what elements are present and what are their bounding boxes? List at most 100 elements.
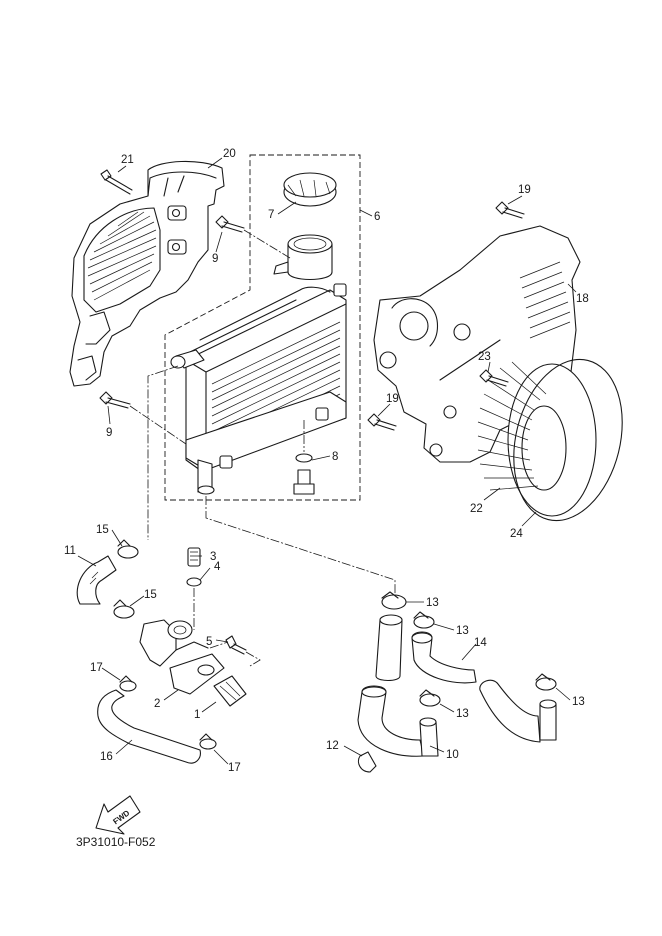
callout-19-upper: 19 — [518, 184, 531, 196]
hose-clamp-17-upper — [119, 675, 137, 692]
callout-16: 16 — [100, 751, 113, 763]
leader-line — [359, 209, 373, 217]
hose-11 — [76, 555, 117, 605]
filler-neck — [273, 234, 333, 281]
thermostat — [213, 675, 247, 707]
callout-17-upper: 17 — [90, 662, 103, 674]
leader-line — [461, 643, 477, 661]
callout-17-lower: 17 — [228, 762, 241, 774]
callout-15-lower: 15 — [144, 589, 157, 601]
bolt-9-upper — [215, 215, 245, 233]
bolt-19-upper — [495, 201, 525, 219]
cooling-fan — [477, 361, 597, 517]
bolt-5 — [225, 635, 247, 655]
alignment-line — [129, 405, 187, 445]
callout-1: 1 — [194, 709, 200, 721]
radiator-assembly-boundary — [164, 154, 361, 501]
leader-line — [567, 283, 577, 293]
leader-line — [77, 555, 97, 567]
leader-line — [111, 529, 123, 547]
callout-11: 11 — [64, 545, 76, 557]
leader-line — [101, 667, 121, 681]
alignment-line — [205, 496, 396, 596]
hose-16 — [97, 689, 201, 764]
callout-20: 20 — [223, 148, 236, 160]
leader-line — [433, 623, 455, 631]
bolt-9-lower — [99, 391, 131, 409]
radiator-cap — [283, 172, 337, 207]
alignment-line — [243, 229, 291, 259]
callout-19-lower: 19 — [386, 393, 399, 405]
radiator-cover — [69, 160, 225, 387]
leader-line — [215, 639, 229, 643]
hose-clamp-13-mid — [413, 611, 435, 629]
callout-2: 2 — [154, 698, 160, 710]
washer-4 — [186, 577, 202, 587]
leader-line — [163, 689, 179, 701]
callout-13-top: 13 — [426, 597, 439, 609]
callout-13-lower: 13 — [456, 708, 469, 720]
hose-clamp-12 — [357, 751, 377, 773]
leader-line — [207, 157, 223, 169]
leader-line — [507, 195, 523, 205]
leader-line — [277, 201, 297, 215]
hose-clamp-13-top — [381, 591, 407, 610]
hose-14 — [411, 631, 477, 684]
callout-9-lower: 9 — [106, 427, 112, 439]
hose-right — [479, 679, 557, 743]
leader-line — [201, 701, 217, 713]
thermostat-housing — [139, 619, 225, 695]
leader-line — [439, 703, 455, 713]
leader-line — [487, 361, 491, 373]
diagram-code: 3P31010-F052 — [76, 835, 156, 849]
callout-3: 3 — [210, 551, 216, 563]
radiator-core — [170, 283, 347, 495]
leader-line — [115, 739, 133, 755]
fan-o-ring — [513, 358, 623, 522]
hose-clamp-15-upper — [117, 539, 139, 559]
callout-21: 21 — [121, 154, 134, 166]
hose-clamp-15-lower — [113, 599, 135, 619]
callout-10: 10 — [446, 749, 459, 761]
callout-9-upper: 9 — [212, 253, 218, 265]
leader-line — [429, 745, 445, 753]
drain-bolt — [293, 453, 315, 495]
leader-line — [129, 595, 145, 607]
callout-14: 14 — [474, 637, 487, 649]
leader-line — [199, 567, 211, 581]
callout-18: 18 — [576, 293, 589, 305]
bolt-19-lower — [367, 413, 397, 431]
callout-23: 23 — [478, 351, 491, 363]
hose-upper-left — [375, 614, 403, 682]
callout-5: 5 — [206, 636, 212, 648]
callout-13-mid: 13 — [456, 625, 469, 637]
callout-22: 22 — [470, 503, 483, 515]
callout-7: 7 — [268, 209, 274, 221]
forward-arrow: FWD — [95, 795, 141, 835]
leader-line — [521, 511, 537, 527]
leader-line — [377, 403, 391, 417]
callout-15-upper: 15 — [96, 524, 109, 536]
callout-13-right: 13 — [572, 696, 585, 708]
leader-line — [343, 745, 363, 757]
leader-line — [311, 455, 331, 461]
leader-line — [107, 405, 111, 425]
alignment-line — [147, 365, 179, 540]
leader-line — [483, 487, 501, 501]
hose-clamp-13-right — [535, 673, 557, 691]
bolt-21 — [100, 169, 133, 195]
callout-8: 8 — [332, 451, 338, 463]
hose-clamp-17-lower — [199, 733, 217, 750]
callout-12: 12 — [326, 740, 339, 752]
leader-line — [213, 749, 229, 765]
hose-clamp-13-lower — [419, 689, 441, 707]
alignment-line — [245, 651, 261, 667]
bolt-3 — [187, 547, 201, 567]
leader-line — [117, 165, 127, 173]
leader-line — [215, 231, 223, 253]
callout-6: 6 — [374, 211, 380, 223]
callout-24: 24 — [510, 528, 523, 540]
callout-4: 4 — [214, 561, 221, 573]
alignment-line — [209, 641, 229, 649]
